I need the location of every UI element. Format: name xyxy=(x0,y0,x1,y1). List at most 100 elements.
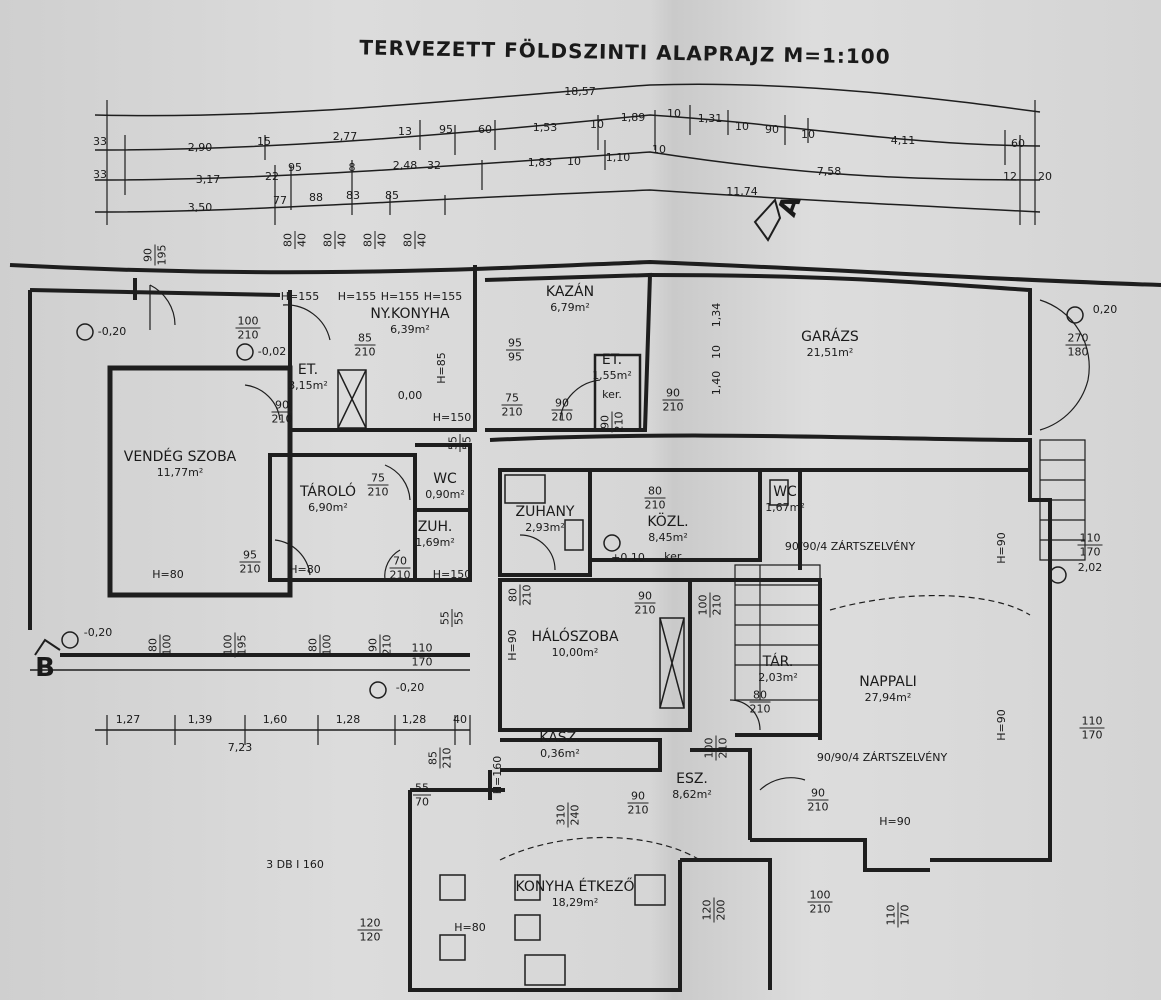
dimension-row3-value: 83 xyxy=(346,189,360,202)
opening-height: 210 xyxy=(440,747,454,769)
room-area: 2,03m² xyxy=(758,671,798,684)
opening-width: 80 xyxy=(644,485,666,499)
opening-width: 55 xyxy=(438,609,453,627)
room-name: ET. xyxy=(297,362,319,378)
opening-width: 110 xyxy=(409,641,435,656)
annotation-note: ker. xyxy=(602,388,622,401)
room-name: ZUHANY xyxy=(515,504,575,520)
opening-width: 80 xyxy=(321,231,336,249)
opening-height: 120 xyxy=(359,930,381,944)
dimension-row2-value: 1,83 xyxy=(527,156,553,169)
room-name: TÁR. xyxy=(762,654,794,670)
sill-height-label: H=90 xyxy=(506,629,519,661)
room-name: VENDÉG SZOBA xyxy=(123,449,237,465)
dimension-bottom-value: 1,28 xyxy=(401,713,427,726)
opening-height: 180 xyxy=(1067,345,1089,359)
room-area: 3,15m² xyxy=(288,379,328,392)
opening-height: 40 xyxy=(415,233,429,247)
room-name: KAZÁN xyxy=(545,284,595,300)
sill-height-label: H=90 xyxy=(879,815,911,828)
opening-height: 95 xyxy=(508,350,522,364)
dimension-side-value: 1,40 xyxy=(710,370,723,396)
opening-width: 90 xyxy=(662,387,684,401)
elevation-value: -0,20 xyxy=(97,325,127,338)
opening-width: 80 xyxy=(146,634,161,656)
opening-width: 110 xyxy=(1077,531,1103,546)
dimension-row1-value: 33 xyxy=(93,135,107,148)
staircase xyxy=(734,439,1086,701)
room-area: 18,29m² xyxy=(551,896,599,909)
dimension-row3-value: 77 xyxy=(273,194,287,207)
room-area: 1,69m² xyxy=(415,536,455,549)
sill-height-label: H=155 xyxy=(423,290,463,303)
sill-height-label: H=160 xyxy=(491,755,504,795)
opening-height: 210 xyxy=(367,485,389,499)
opening-height: 40 xyxy=(375,233,389,247)
dimension-row2-value: 3,17 xyxy=(195,173,221,186)
dimension-row3-value: 88 xyxy=(309,191,323,204)
dimension-row1-value: 15 xyxy=(257,135,271,148)
dimension-row2-value: 33 xyxy=(93,168,107,181)
room-name: HÁLÓSZOBA xyxy=(531,629,619,645)
sill-height-label: H=80 xyxy=(152,568,184,581)
opening-height: 100 xyxy=(320,634,334,656)
opening-height: 210 xyxy=(807,800,829,814)
room-name: ZUH. xyxy=(417,519,453,535)
opening-width: 90 xyxy=(551,397,573,411)
opening-height: 210 xyxy=(749,702,771,716)
elevation-markers xyxy=(61,306,1084,699)
room-label: ZUH.1,69m² xyxy=(415,519,455,551)
opening-width: 90 xyxy=(807,787,829,801)
dimension-row1-value: 13 xyxy=(398,125,412,138)
opening-height: 210 xyxy=(237,328,259,342)
opening-width: 75 xyxy=(367,472,389,486)
dimension-row2-value: 8 xyxy=(348,161,356,174)
annotation-note: ker. xyxy=(664,550,684,563)
opening-width: 85 xyxy=(426,747,441,769)
room-area: 1,67m² xyxy=(765,501,805,514)
opening-height: 100 xyxy=(160,634,174,656)
room-name: NAPPALI xyxy=(859,674,917,690)
sill-height-label: H=80 xyxy=(289,563,321,576)
elevation-value: 2,02 xyxy=(1077,561,1103,574)
opening-width: 100 xyxy=(702,735,717,761)
dimension-row1-value: 95 xyxy=(439,123,453,136)
room-name: GARÁZS xyxy=(801,329,859,345)
dimension-row1-value: 4,11 xyxy=(890,134,916,147)
opening-height: 210 xyxy=(809,902,831,916)
sill-height-label: H=85 xyxy=(435,352,448,384)
room-area: 0,90m² xyxy=(425,488,465,501)
opening-width: 80 xyxy=(401,231,416,249)
room-name: WC xyxy=(773,484,797,500)
dimension-row2-value: 1,10 xyxy=(605,151,631,164)
annotation-note: 90/90/4 ZÁRTSZELVÉNY xyxy=(784,540,916,553)
elevation-value: -0,20 xyxy=(83,626,113,639)
room-area: 27,94m² xyxy=(864,691,912,704)
room-name: KÖZL. xyxy=(647,514,689,530)
dimension-overall: 18,57 xyxy=(564,85,596,98)
dimension-lines xyxy=(30,83,1041,731)
opening-width: 80 xyxy=(281,231,296,249)
opening-width: 55 xyxy=(446,434,461,452)
dimension-ticks xyxy=(106,100,1036,745)
dimension-row1-value: 60 xyxy=(1011,137,1025,150)
